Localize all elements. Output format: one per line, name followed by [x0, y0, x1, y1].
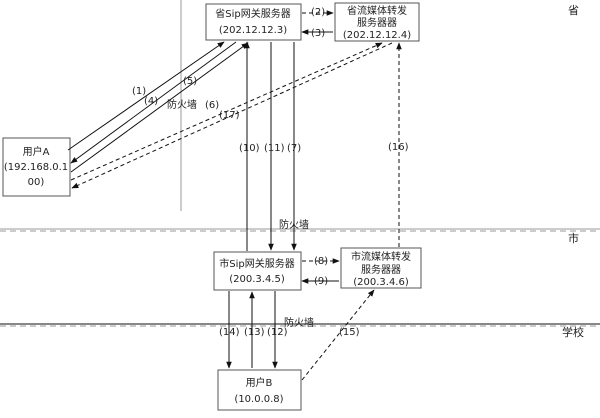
- step-label-13: (13): [244, 327, 265, 338]
- user-a-ip-1: (192.168.0.1: [4, 162, 68, 173]
- arrow-step-15: [301, 289, 375, 381]
- user-b-ip: (10.0.0.8): [234, 394, 283, 405]
- node-user-b: 用户B (10.0.0.8): [217, 369, 302, 411]
- step-label-16: (16): [388, 142, 409, 153]
- arrow-step-4: [70, 41, 237, 164]
- prov-sip-ip: (202.12.12.3): [219, 25, 287, 36]
- step-label-11: (11): [264, 143, 285, 154]
- region-label-school: 学校: [562, 325, 584, 339]
- prov-media-ip: (202.12.12.4): [343, 30, 411, 41]
- step-label-14: (14): [219, 327, 240, 338]
- city-media-name-2: 服务器器: [361, 263, 401, 276]
- arrow-step-5: [70, 42, 249, 173]
- step-label-17: (17): [219, 110, 240, 121]
- city-sip-ip: (200.3.4.5): [229, 274, 285, 285]
- user-a-ip-2: 00): [28, 177, 45, 188]
- user-b-name: 用户B: [246, 376, 273, 389]
- step-label-8: (8): [314, 256, 328, 267]
- step-label-5: (5): [183, 76, 197, 87]
- node-city-sip: 市Sip网关服务器 (200.3.4.5): [213, 251, 302, 291]
- city-media-ip: (200.3.4.6): [353, 277, 409, 288]
- firewall-label-province: 防火墙: [167, 98, 197, 111]
- step-label-2: (2): [311, 7, 325, 18]
- step-label-1: (1): [132, 86, 146, 97]
- arrow-step-6: [70, 42, 383, 181]
- node-prov-media: 省流媒体转发 服务器器 (202.12.12.4): [334, 2, 420, 42]
- arrow-step-17: [71, 42, 393, 189]
- prov-media-name-2: 服务器器: [357, 16, 397, 29]
- firewall-label-school: 防火墙: [284, 316, 314, 329]
- step-label-6: (6): [205, 100, 219, 111]
- region-label-city: 市: [568, 231, 579, 245]
- city-media-name-1: 市流媒体转发: [351, 250, 411, 263]
- step-label-7: (7): [287, 143, 301, 154]
- node-user-a: 用户A (192.168.0.1 00): [2, 137, 71, 197]
- step-label-10: (10): [239, 143, 260, 154]
- step-label-9: (9): [314, 276, 328, 287]
- arrow-step-1: [67, 41, 225, 151]
- user-a-name: 用户A: [23, 145, 50, 158]
- city-sip-name: 市Sip网关服务器: [219, 257, 294, 270]
- step-label-15: (15): [339, 327, 360, 338]
- node-prov-sip: 省Sip网关服务器 (202.12.12.3): [205, 3, 302, 41]
- node-city-media: 市流媒体转发 服务器器 (200.3.4.6): [340, 247, 422, 289]
- prov-media-name-1: 省流媒体转发: [347, 4, 407, 17]
- step-label-3: (3): [311, 28, 325, 39]
- step-label-12: (12): [267, 327, 288, 338]
- prov-sip-name: 省Sip网关服务器: [215, 7, 290, 20]
- region-label-province: 省: [568, 4, 579, 17]
- step-label-4: (4): [144, 96, 158, 107]
